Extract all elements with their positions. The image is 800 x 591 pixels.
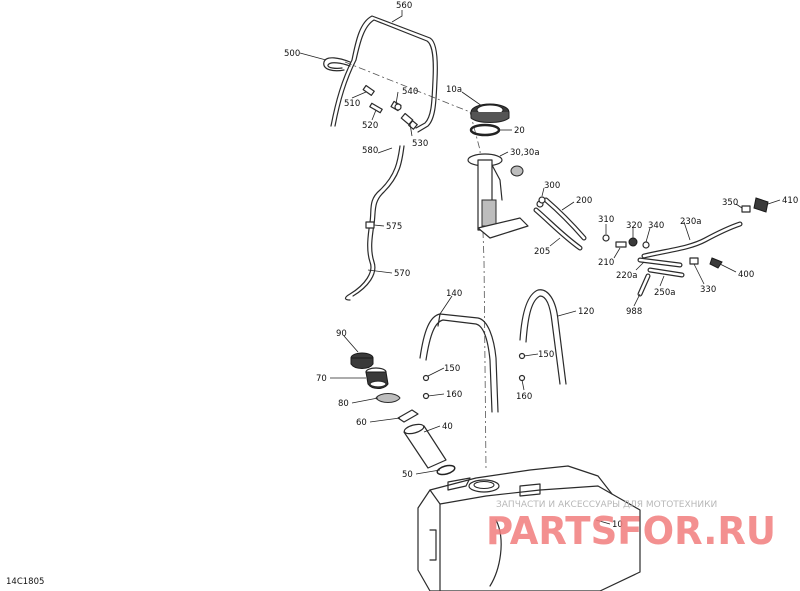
hose-250a: [647, 267, 685, 278]
diagram-code: 14C1805: [6, 577, 44, 587]
tank-strap-120: [519, 289, 567, 385]
callout-205: 205: [534, 247, 550, 257]
callout-250a: 250a: [654, 288, 675, 298]
callout-580: 580: [362, 146, 378, 156]
callout-10: 10: [612, 520, 623, 530]
screw-150b: [518, 352, 526, 360]
clamp-80: [375, 393, 401, 403]
callout-540: 540: [402, 87, 418, 97]
callout-150a: 150: [444, 364, 460, 374]
fitting-320: [628, 237, 638, 247]
watermark: ЗАПЧАСТИ И АКСЕССУАРЫ ДЛЯ МОТОТЕХНИКИ PA…: [486, 500, 776, 553]
hose-230a: [641, 221, 743, 259]
callout-160a: 160: [446, 390, 462, 400]
callout-570: 570: [394, 269, 410, 279]
callout-90: 90: [336, 329, 347, 339]
fitting-530: [400, 112, 418, 130]
lock-ring-10a: [470, 103, 510, 123]
callout-10a: 10a: [446, 85, 462, 95]
screw-160b: [518, 374, 526, 382]
fitting-540: [390, 100, 402, 112]
screw-150a: [422, 374, 430, 382]
callout-310: 310: [598, 215, 614, 225]
callout-80: 80: [338, 399, 349, 409]
callout-40: 40: [442, 422, 453, 432]
callout-70: 70: [316, 374, 327, 384]
fuel-cap-90: [350, 352, 374, 369]
callout-988: 988: [626, 307, 642, 317]
callout-140: 140: [446, 289, 462, 299]
callout-300: 300: [544, 181, 560, 191]
vent-line-580-575-570: [344, 145, 405, 301]
callout-leaders: [299, 10, 781, 525]
callout-200: 200: [576, 196, 592, 206]
callout-230a: 230a: [680, 217, 701, 227]
callout-20: 20: [514, 126, 525, 136]
filler-neck-70: [365, 367, 389, 389]
fitting-330: [689, 257, 699, 265]
filler-hose-40: [403, 423, 447, 469]
clamp-300: [538, 196, 546, 204]
callout-220a: 220a: [616, 271, 637, 281]
callout-410: 410: [782, 196, 798, 206]
fitting-520: [369, 102, 383, 114]
callout-50: 50: [402, 470, 413, 480]
gasket-60: [397, 409, 419, 423]
callout-210: 210: [598, 258, 614, 268]
hose-220a: [637, 257, 683, 268]
callout-560: 560: [396, 1, 412, 11]
callout-30: 30,30a: [510, 148, 540, 158]
fuel-hose-200-205: [533, 197, 587, 251]
watermark-tagline: ЗАПЧАСТИ И АКСЕССУАРЫ ДЛЯ МОТОТЕХНИКИ: [496, 500, 717, 510]
tank-strap-140: [419, 313, 499, 413]
screw-160a: [422, 392, 430, 400]
fitting-410: [753, 197, 769, 213]
callout-60: 60: [356, 418, 367, 428]
watermark-logo: PARTSFOR.RU: [486, 509, 776, 553]
fitting-210: [615, 241, 627, 248]
clamp-50: [436, 464, 456, 476]
clamp-340: [642, 241, 650, 249]
callout-500: 500: [284, 49, 300, 59]
callout-350: 350: [722, 198, 738, 208]
callout-575: 575: [386, 222, 402, 232]
clamp-350: [741, 205, 751, 213]
seal-20: [469, 123, 501, 137]
callout-120: 120: [578, 307, 594, 317]
callout-510: 510: [344, 99, 360, 109]
callout-340: 340: [648, 221, 664, 231]
plug-310: [602, 234, 610, 242]
callout-400: 400: [738, 270, 754, 280]
fuel-pump-module-30: [467, 153, 529, 239]
fitting-400: [709, 257, 723, 269]
callout-330: 330: [700, 285, 716, 295]
callout-530: 530: [412, 139, 428, 149]
part-988: [637, 273, 651, 297]
callout-160b: 160: [516, 392, 532, 402]
fitting-510: [362, 84, 375, 96]
callout-150b: 150: [538, 350, 554, 360]
fuel-tank-10: [417, 465, 641, 591]
callout-320: 320: [626, 221, 642, 231]
callout-labels: 560 500 510 540 520 530 10a 20 30,30a 58…: [284, 1, 798, 530]
vent-hose-560: [330, 15, 438, 133]
vent-hook-500: [323, 57, 351, 72]
callout-520: 520: [362, 121, 378, 131]
